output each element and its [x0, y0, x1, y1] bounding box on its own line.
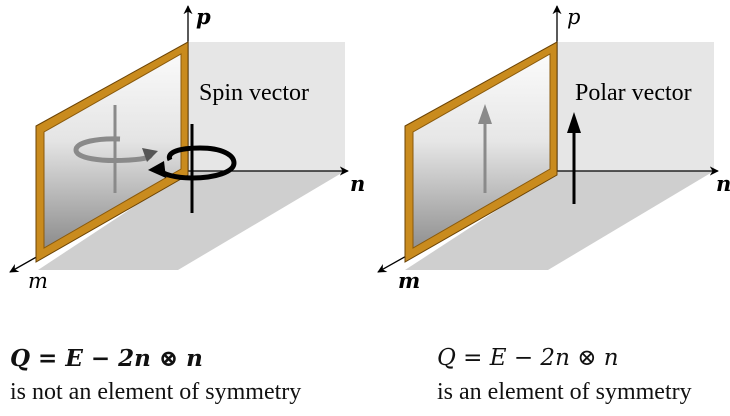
left-mirror-rotation-arrowhead [142, 148, 158, 162]
left-floor [38, 171, 345, 270]
right-axis-m-label: m [398, 268, 420, 293]
left-vector-label: Spin vector [199, 80, 309, 106]
left-panel: p n m Spin vector [9, 4, 365, 293]
right-axis-n-label: n [716, 171, 730, 196]
left-equation: Q = E − 2n ⊗ n [10, 345, 203, 372]
left-mirror-glass [43, 53, 182, 249]
right-polar-arrowhead [567, 112, 581, 133]
right-vector-label: Polar vector [575, 80, 692, 106]
right-equation: Q = E − 2n ⊗ n [437, 345, 619, 371]
left-caption: is not an element of symmetry [10, 379, 302, 405]
right-caption: is an element of symmetry [437, 379, 692, 405]
right-floor [405, 171, 714, 270]
right-back-wall [557, 42, 714, 171]
right-panel: p n m Polar vector [377, 5, 730, 293]
right-mirror-polar-arrowhead [478, 104, 492, 124]
left-axis-p-label: p [196, 4, 211, 29]
left-spin-rotation [157, 145, 237, 181]
right-mirror-glass [412, 53, 551, 249]
right-axis-p-label: p [567, 5, 580, 29]
left-axis-m-label: m [28, 269, 48, 293]
left-spin-rotation-arrowhead [148, 161, 166, 178]
left-axis-n-label: n [350, 171, 365, 196]
left-back-wall [188, 42, 345, 171]
